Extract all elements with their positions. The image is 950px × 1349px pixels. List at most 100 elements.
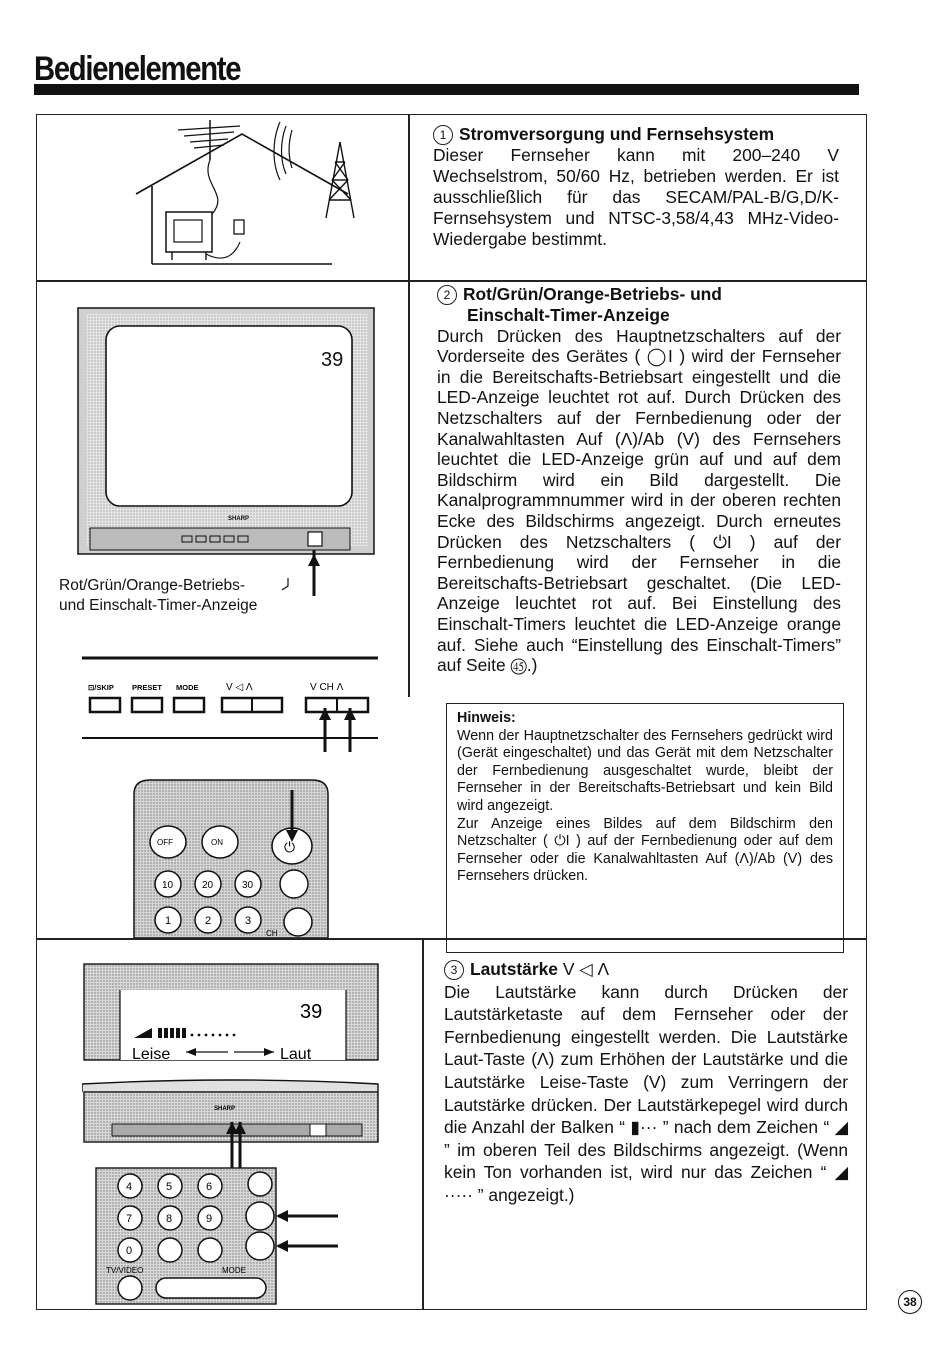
led-indicator (307, 531, 323, 547)
remote-button-4[interactable] (117, 1173, 143, 1199)
svg-text:2: 2 (205, 915, 211, 927)
remote-on-button[interactable] (201, 825, 239, 859)
title-rule (34, 84, 859, 95)
remote-button-20[interactable] (194, 870, 222, 898)
tv-front-illustration: 39 SHARP (77, 307, 375, 596)
power-outlet-icon (233, 219, 245, 235)
section3-body: Die Lautstärke kann durch Drücken der La… (444, 981, 848, 1205)
content-frame (36, 114, 867, 1310)
svg-text:20: 20 (202, 880, 214, 891)
tv-screen (105, 325, 353, 507)
svg-text:1: 1 (165, 915, 171, 927)
section1-text: 1 Stromversorgung und Fernsehsystem Diese… (433, 124, 839, 250)
remote-volume-down-button-2[interactable] (245, 1231, 275, 1261)
svg-text:4: 4 (126, 1181, 132, 1193)
tv-channel-number: 39 (321, 349, 343, 371)
svg-text:30: 30 (242, 880, 254, 891)
note-heading: Hinweis: (457, 710, 516, 726)
led-caption-line2: und Einschalt-Timer-Anzeige (59, 597, 258, 614)
svg-text:MODE: MODE (222, 1266, 246, 1275)
svg-text:0: 0 (126, 1245, 132, 1257)
svg-text:7: 7 (126, 1213, 132, 1225)
control-panel-illustration: ⊡/SKIP PRESET MODE V ◁ Λ V CH Λ (82, 656, 378, 752)
remote-top-illustration: OFF ON ⏻ 10 20 30 1 2 3 CH (133, 779, 329, 938)
section1-body: Dieser Fernseher kann mit 200–240 V Wech… (433, 145, 839, 249)
svg-text:9: 9 (206, 1213, 212, 1225)
section2-heading-line1: Rot/Grün/Orange-Betriebs- und (463, 284, 722, 304)
note-body-2: Zur Anzeige eines Bildes auf dem Bildsch… (457, 815, 833, 885)
led-caption-line1: Rot/Grün/Orange-Betriebs- (59, 577, 246, 594)
remote-mode-button[interactable] (155, 1277, 267, 1299)
panel-label-mode: MODE (176, 683, 199, 692)
column-divider-top (408, 114, 410, 697)
remote-button-3[interactable] (234, 906, 262, 934)
mode-button[interactable] (172, 696, 206, 714)
panel-label-skip: ⊡/SKIP (88, 683, 114, 692)
section1-heading: Stromversorgung und Fernsehsystem (459, 124, 775, 144)
radio-waves-icon (273, 121, 293, 181)
svg-text:OFF: OFF (157, 838, 173, 847)
remote-button-sleep[interactable] (197, 1237, 223, 1263)
remote-button-6[interactable] (197, 1173, 223, 1199)
antenna-icon (177, 120, 241, 160)
led-caption: Rot/Grün/Orange-Betriebs- und Einschalt-… (59, 576, 257, 616)
remote-button-30[interactable] (234, 870, 262, 898)
volume-quiet-label: Leise (132, 1046, 170, 1063)
remote-button-mute[interactable] (157, 1237, 183, 1263)
page-number: 38 (898, 1290, 922, 1314)
row-divider-2 (36, 938, 867, 940)
remote-button-8[interactable] (157, 1205, 183, 1231)
preset-button[interactable] (130, 696, 164, 714)
section3-text: 3 Lautstärke V ◁ Λ Die Lautstärke kann du… (444, 958, 848, 1207)
remote-button-2[interactable] (194, 906, 222, 934)
svg-text:CH: CH (266, 929, 278, 938)
power-supply-illustration (135, 120, 355, 265)
remote-button-10[interactable] (154, 870, 182, 898)
section3-heading: Lautstärke (470, 959, 558, 979)
svg-text:ON: ON (211, 838, 223, 847)
volume-front-led (309, 1123, 327, 1137)
panel-label-volume: V ◁ Λ (226, 682, 253, 693)
svg-text:8: 8 (166, 1213, 172, 1225)
remote-channel-up-button[interactable] (283, 907, 313, 937)
remote-volume-up-button[interactable] (245, 1201, 275, 1231)
panel-label-preset: PRESET (132, 683, 162, 692)
svg-text:⏻: ⏻ (284, 839, 295, 855)
remote-button-0[interactable] (117, 1237, 143, 1263)
section2-body: Durch Drücken des Hauptnetzschalters auf… (437, 325, 841, 676)
page-title: Bedienelemente (34, 50, 241, 88)
remote-button-9[interactable] (197, 1205, 223, 1231)
note-body: Wenn der Hauptnetzschalter des Fernseher… (457, 727, 833, 814)
section1-number: 1 (433, 125, 453, 145)
section2-text: 2 Rot/Grün/Orange-Betriebs- und Einschalt… (437, 284, 841, 676)
remote-volume-down-button[interactable] (247, 1171, 273, 1197)
svg-text:6: 6 (206, 1181, 212, 1193)
svg-text:10: 10 (162, 880, 174, 891)
row-divider-1 (36, 280, 867, 282)
section3-number: 3 (444, 960, 464, 980)
svg-text:TV/VIDEO: TV/VIDEO (106, 1266, 143, 1275)
section3-heading-symbols: V ◁ Λ (562, 959, 610, 979)
transmission-tower-icon (325, 141, 355, 219)
skip-button[interactable] (88, 696, 122, 714)
remote-button-7[interactable] (117, 1205, 143, 1231)
volume-loud-label: Laut (280, 1046, 312, 1063)
section2-heading-line2: Einschalt-Timer-Anzeige (467, 305, 670, 325)
volume-illustration: 39 Leise Laut SHARP 4 5 6 7 8 (82, 963, 379, 1305)
remote-input-button[interactable] (279, 869, 309, 899)
volume-screen (120, 990, 346, 1060)
remote-button-1[interactable] (154, 906, 182, 934)
remote-button-5[interactable] (157, 1173, 183, 1199)
note-box: Hinweis: Wenn der Hauptnetzschalter des … (446, 703, 844, 953)
svg-text:3: 3 (245, 915, 251, 927)
panel-label-channel: V CH Λ (310, 682, 344, 693)
svg-text:SHARP: SHARP (228, 516, 249, 522)
volume-speaker-icon (134, 1028, 152, 1038)
tv-icon (165, 211, 213, 260)
svg-text:SHARP: SHARP (214, 1106, 235, 1112)
column-divider-bottom (422, 938, 424, 1310)
remote-off-button[interactable] (149, 825, 187, 859)
remote-tv-video-button[interactable] (117, 1275, 143, 1301)
section2-number: 2 (437, 285, 457, 305)
volume-channel-number: 39 (300, 1001, 322, 1023)
